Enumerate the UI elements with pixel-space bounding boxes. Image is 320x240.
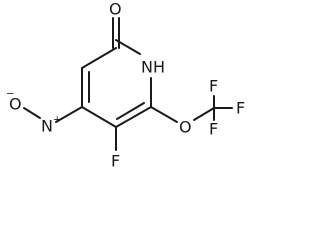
- ring-nitrogen-label: NH: [141, 58, 165, 77]
- cf3-fluorine-top-label: F: [209, 77, 218, 96]
- bond-c4-nitro-n: [55, 106, 83, 123]
- bond-c2-ether-o: [150, 106, 178, 123]
- nitro-nitrogen-label: N: [41, 117, 53, 136]
- bond-nitro-n-o: [23, 107, 41, 119]
- chemical-structure-diagram: O NH N + O − F O F F F: [6, 0, 245, 171]
- bond-c2-c3: [115, 106, 152, 128]
- carbonyl-bond: [112, 17, 120, 49]
- nitro-oxygen-charge: −: [6, 89, 14, 100]
- bond-c2-c3-inner: [116, 102, 145, 120]
- ring-bonds: [81, 39, 152, 128]
- ether-oxygen-label: O: [179, 118, 192, 137]
- fluoro-label: F: [111, 152, 120, 171]
- bond-c3-c4: [81, 106, 117, 128]
- trifluoromethoxy-bonds: [150, 95, 233, 123]
- nitro-bonds: [23, 106, 83, 123]
- nitro-oxygen-label: O: [9, 95, 22, 114]
- cf3-fluorine-bottom-label: F: [209, 120, 218, 139]
- cf3-fluorine-right-label: F: [236, 99, 245, 118]
- nitro-nitrogen-charge: +: [53, 115, 61, 126]
- carbonyl-oxygen-label: O: [109, 0, 122, 19]
- bond-ether-o-cf3: [193, 107, 215, 121]
- bond-c5-c6: [81, 47, 117, 69]
